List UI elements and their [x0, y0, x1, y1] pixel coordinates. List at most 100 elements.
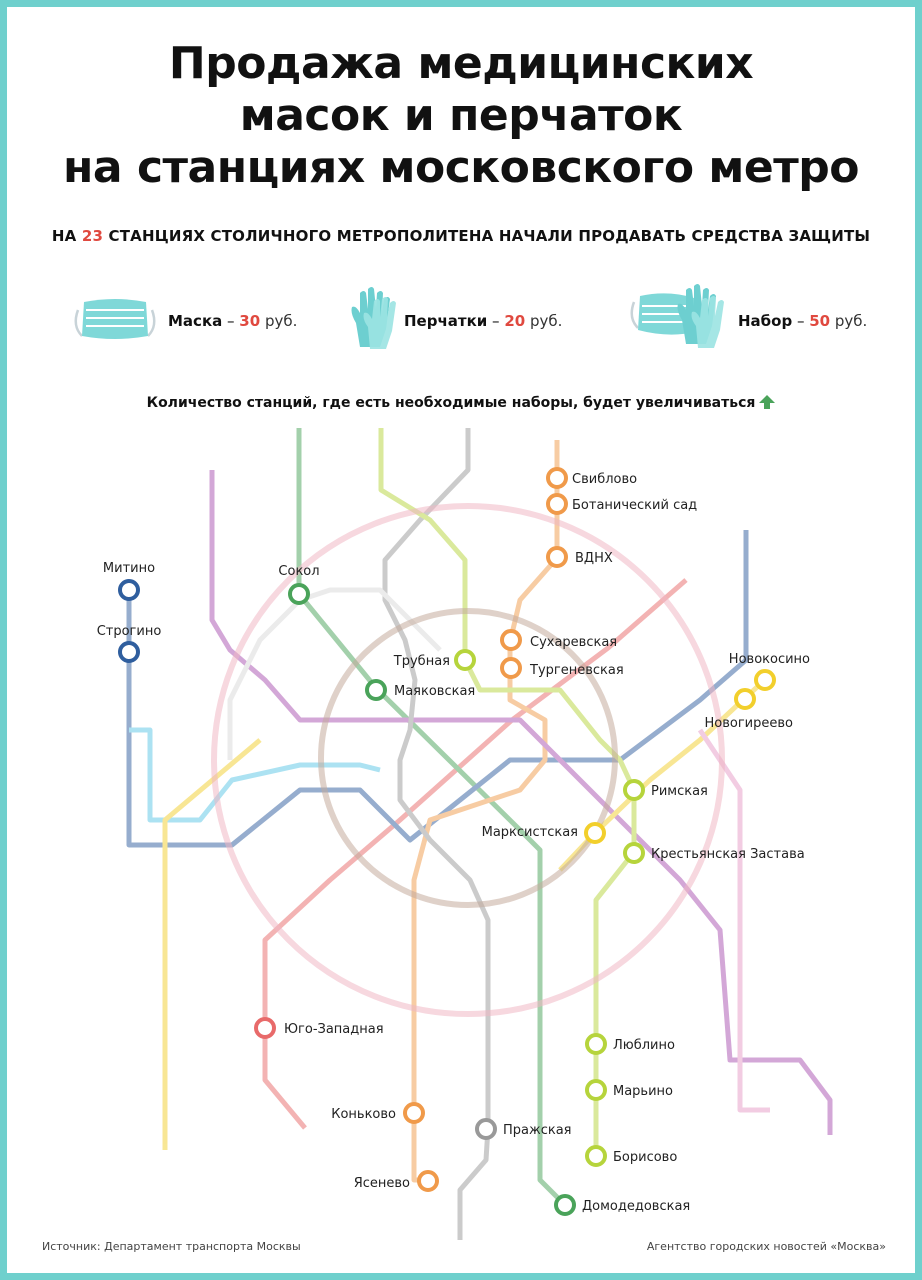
station-marker [500, 657, 522, 679]
station-marker [734, 688, 756, 710]
station: Сухаревская [500, 629, 617, 651]
station-marker [546, 546, 568, 568]
price-gloves-value: 20 [504, 312, 526, 330]
station-label: Сухаревская [530, 635, 617, 650]
station-marker [585, 1079, 607, 1101]
station-marker [254, 1017, 276, 1039]
price-mask: Маска – 30 руб. [168, 312, 298, 330]
station-marker [365, 679, 387, 701]
station: Ясенево [354, 1170, 439, 1192]
title-line-1: Продажа медицинских [168, 38, 754, 89]
station-label: Строгино [97, 624, 162, 639]
subtitle-prefix: НА [51, 227, 82, 245]
price-kit-currency: руб. [834, 312, 868, 330]
kit-icon [630, 284, 724, 348]
station: Борисово [585, 1145, 677, 1167]
station: Митино [103, 561, 155, 601]
station: Крестьянская Застава [623, 842, 805, 864]
price-mask-currency: руб. [264, 312, 298, 330]
station-label: Новогиреево [705, 716, 794, 731]
station-marker [475, 1118, 497, 1140]
station: Строгино [97, 624, 162, 663]
line-1-red-path [262, 578, 688, 1130]
station-marker [585, 1145, 607, 1167]
station-marker [454, 649, 476, 671]
station-marker [585, 1033, 607, 1055]
station-label: Люблино [613, 1038, 675, 1053]
footer-source: Источник: Департамент транспорта Москвы [42, 1240, 301, 1253]
line-11-lightpink-path [697, 728, 770, 1113]
increase-note: Количество станций, где есть необходимые… [0, 395, 922, 411]
station-marker [546, 493, 568, 515]
station-label: Пражская [503, 1123, 572, 1138]
station: Марьино [585, 1079, 673, 1101]
station-label: Сокол [278, 564, 319, 579]
line-9-grey-path [382, 428, 491, 1240]
station-marker [118, 579, 140, 601]
station-label: Маяковская [394, 684, 475, 699]
price-kit: Набор – 50 руб. [738, 312, 868, 330]
station: Марксистская [482, 822, 606, 844]
station-marker [500, 629, 522, 651]
station-label: Борисово [613, 1150, 677, 1165]
station-label: Домодедовская [582, 1199, 690, 1214]
metro-lines [126, 428, 833, 1240]
title-line-3: на станциях московского метро [63, 142, 859, 193]
line-10-lightgreen-path [378, 428, 637, 1159]
station-label: Коньково [331, 1107, 396, 1122]
price-gloves-currency: руб. [529, 312, 563, 330]
station: Новогиреево [705, 688, 794, 731]
station-label: Свиблово [572, 472, 637, 487]
station-label: Римская [651, 784, 708, 799]
station-count: 23 [81, 227, 104, 245]
line-7-purple-path [209, 470, 833, 1135]
subtitle: НА 23 СТАНЦИЯХ СТОЛИЧНОГО МЕТРОПОЛИТЕНА … [0, 227, 922, 245]
line-6-orange-path [411, 440, 560, 1183]
station: Тургеневская [500, 657, 624, 679]
price-mask-value: 30 [239, 312, 261, 330]
station-label: Крестьянская Застава [651, 847, 805, 862]
station-label: Трубная [393, 654, 450, 669]
mcc-ring [211, 503, 725, 1017]
station-marker [118, 641, 140, 663]
price-gloves-name: Перчатки [404, 312, 488, 330]
station: Люблино [585, 1033, 675, 1055]
station: ВДНХ [546, 546, 613, 568]
station-label: Митино [103, 561, 155, 576]
station-marker [288, 583, 310, 605]
station-label: Ясенево [354, 1176, 410, 1191]
page-title: Продажа медицинских масок и перчаток на … [0, 38, 922, 194]
subtitle-rest: СТАНЦИЯХ СТОЛИЧНОГО МЕТРОПОЛИТЕНА НАЧАЛИ… [103, 227, 871, 245]
price-kit-value: 50 [809, 312, 831, 330]
title-line-2: масок и перчаток [239, 90, 683, 141]
station: Свиблово [546, 467, 637, 489]
price-gloves: Перчатки – 20 руб. [404, 312, 563, 330]
station: Маяковская [365, 679, 475, 701]
line-8-yellow-path [162, 738, 262, 1150]
arrow-up-icon [759, 395, 776, 409]
station: Пражская [475, 1118, 572, 1140]
station-label: ВДНХ [575, 551, 613, 566]
mask-icon [74, 299, 156, 339]
circle-line-ring [318, 608, 618, 908]
station: Домодедовская [554, 1194, 690, 1216]
station-marker [554, 1194, 576, 1216]
station-label: Ботанический сад [572, 498, 697, 513]
station-label: Юго-Западная [284, 1022, 384, 1037]
line-3-blue-path [126, 530, 749, 848]
station-marker [623, 842, 645, 864]
station: Новокосино [729, 652, 810, 691]
station: Ботанический сад [546, 493, 697, 515]
station-label: Марксистская [482, 825, 578, 840]
station-marker [754, 669, 776, 691]
station-marker [417, 1170, 439, 1192]
station-label: Новокосино [729, 652, 810, 667]
station-label: Марьино [613, 1084, 673, 1099]
station-marker [403, 1102, 425, 1124]
increase-note-text: Количество станций, где есть необходимые… [146, 395, 756, 411]
station: Коньково [331, 1102, 425, 1124]
station-marker [584, 822, 606, 844]
station-marker [546, 467, 568, 489]
